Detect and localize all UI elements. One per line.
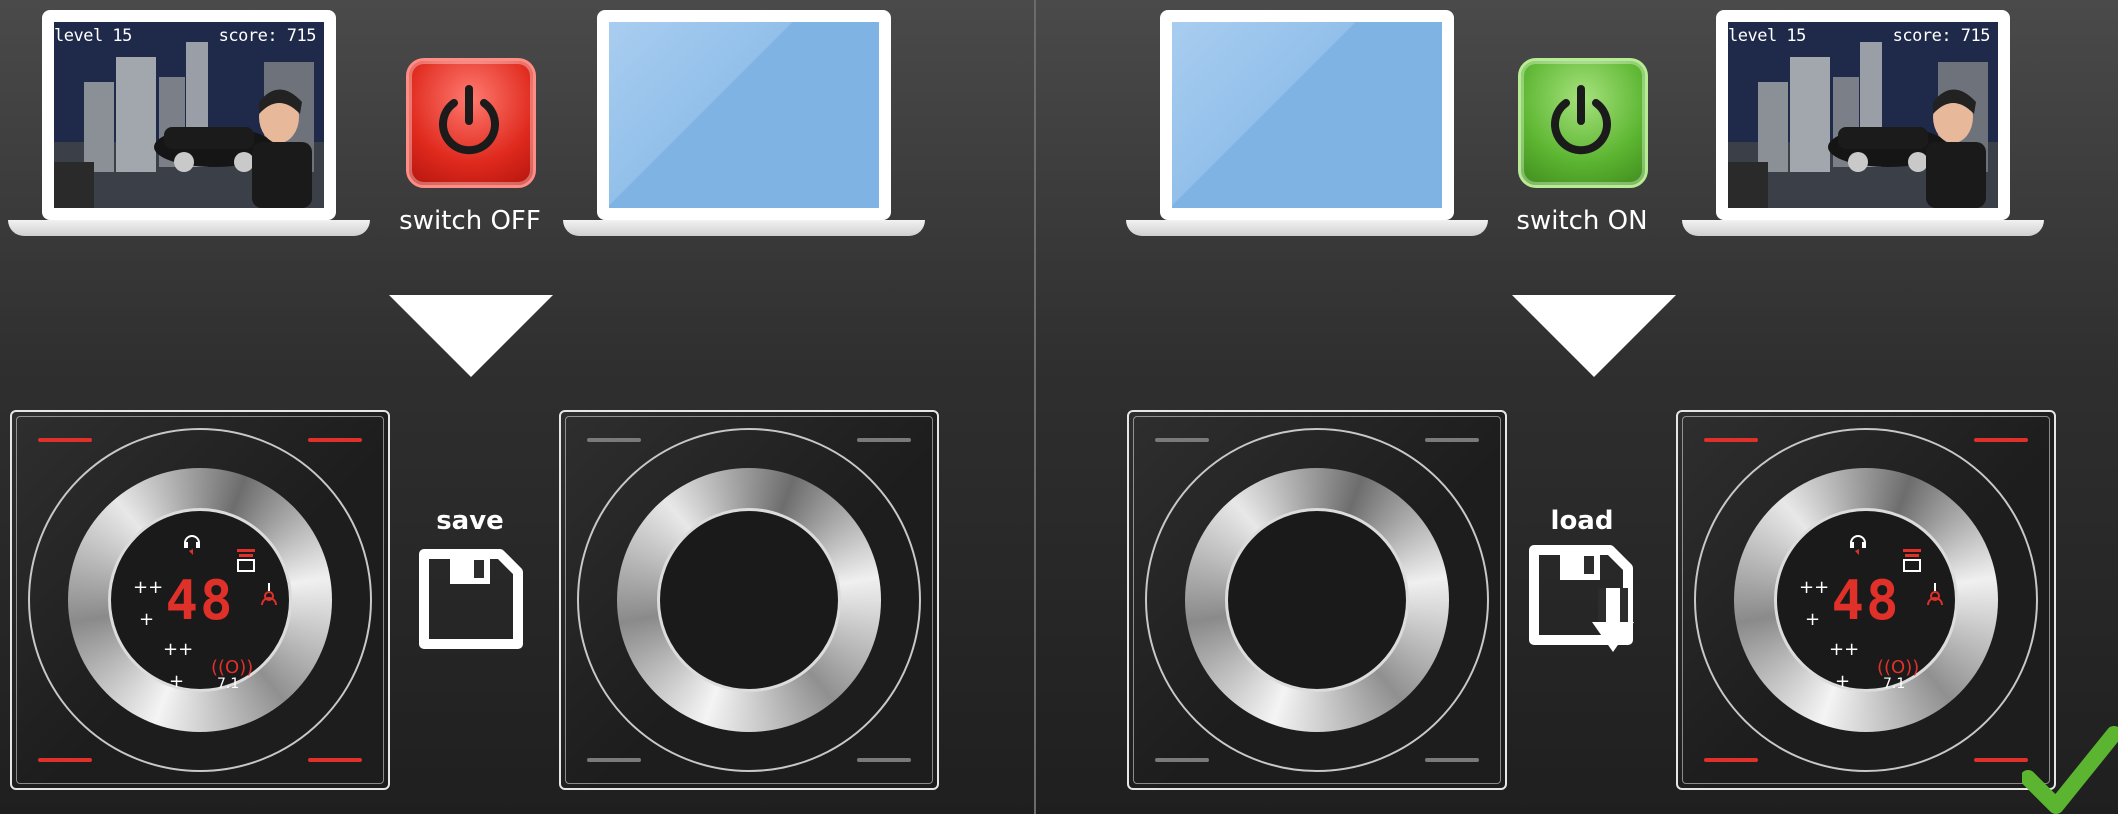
game-score-text: score: 715 [1893, 26, 1990, 46]
microphone-icon [1925, 583, 1945, 611]
equalizer-icon [235, 547, 257, 577]
game-scene-image [1728, 22, 1998, 208]
led-indicator [1155, 438, 1209, 442]
game-screen: level 15 score: 715 [54, 22, 324, 208]
led-indicator [1704, 438, 1758, 442]
laptop-with-game: level 15 score: 715 [8, 4, 370, 236]
headphone-icon [181, 529, 203, 559]
equalizer-icon [1901, 547, 1923, 577]
bass-boost-plus-icon: ++ [1799, 579, 1829, 597]
laptop-lid: level 15 score: 715 [42, 10, 336, 220]
led-indicator [1425, 438, 1479, 442]
laptop-base [1682, 220, 2044, 236]
laptop-base [8, 220, 370, 236]
sound-device-inactive [1127, 410, 1507, 790]
control-knob[interactable] [617, 468, 881, 732]
led-indicator [1974, 438, 2028, 442]
voice-plus-icon: + [1835, 673, 1850, 691]
led-indicator [308, 758, 362, 762]
checkmark-icon [2022, 726, 2118, 814]
power-icon [429, 81, 509, 161]
led-indicator [587, 438, 641, 442]
load-label: load [1522, 506, 1642, 536]
voice-plusplus-icon: ++ [1829, 641, 1859, 659]
voice-plusplus-icon: ++ [163, 641, 193, 659]
led-indicator [1704, 758, 1758, 762]
laptop-with-game: level 15 score: 715 [1682, 4, 2044, 236]
led-indicator [38, 758, 92, 762]
headphone-icon [1847, 529, 1869, 559]
control-knob[interactable] [1185, 468, 1449, 732]
control-knob[interactable]: 48 ++ + ++ + ((O)) 7.1 [68, 468, 332, 732]
led-indicator [308, 438, 362, 442]
sound-device-active: 48 ++ + ++ + ((O)) 7.1 [10, 410, 390, 790]
led-indicator [1425, 758, 1479, 762]
surround-71-label: 7.1 [217, 677, 239, 691]
sound-device-active: 48 ++ + ++ + ((O)) 7.1 [1676, 410, 2056, 790]
bass-boost-plus-icon: ++ [133, 579, 163, 597]
power-on-button[interactable] [1518, 58, 1648, 188]
game-screen: level 15 score: 715 [1728, 22, 1998, 208]
game-scene-image [54, 22, 324, 208]
laptop-blank [1126, 4, 1488, 236]
sound-device-inactive [559, 410, 939, 790]
down-arrow [1512, 295, 1676, 377]
laptop-lid [597, 10, 891, 220]
led-indicator [857, 758, 911, 762]
surround-ring-icon: ((O)) [1877, 659, 1919, 677]
game-level-text: level 15 [54, 26, 132, 46]
led-indicator [587, 758, 641, 762]
led-indicator [1155, 758, 1209, 762]
laptop-base [1126, 220, 1488, 236]
bass-boost-minus-icon: + [1805, 611, 1820, 629]
power-off-button[interactable] [406, 58, 536, 188]
switch-off-caption: switch OFF [360, 206, 580, 236]
laptop-lid [1160, 10, 1454, 220]
control-knob[interactable]: 48 ++ + ++ + ((O)) 7.1 [1734, 468, 1998, 732]
surround-71-label: 7.1 [1883, 677, 1905, 691]
led-indicator [857, 438, 911, 442]
save-icon[interactable] [418, 548, 524, 650]
led-indicator [38, 438, 92, 442]
switch-on-caption: switch ON [1472, 206, 1692, 236]
voice-plus-icon: + [169, 673, 184, 691]
microphone-icon [259, 583, 279, 611]
laptop-base [563, 220, 925, 236]
game-level-text: level 15 [1728, 26, 1806, 46]
game-score-text: score: 715 [219, 26, 316, 46]
down-arrow [389, 295, 553, 377]
surround-ring-icon: ((O)) [211, 659, 253, 677]
panel-divider [1034, 0, 1036, 814]
save-label: save [410, 506, 530, 536]
laptop-lid: level 15 score: 715 [1716, 10, 2010, 220]
power-icon [1541, 81, 1621, 161]
laptop-blank [563, 4, 925, 236]
load-icon[interactable] [1528, 544, 1658, 664]
blank-screen [609, 22, 879, 208]
blank-screen [1172, 22, 1442, 208]
bass-boost-minus-icon: + [139, 611, 154, 629]
led-indicator [1974, 758, 2028, 762]
